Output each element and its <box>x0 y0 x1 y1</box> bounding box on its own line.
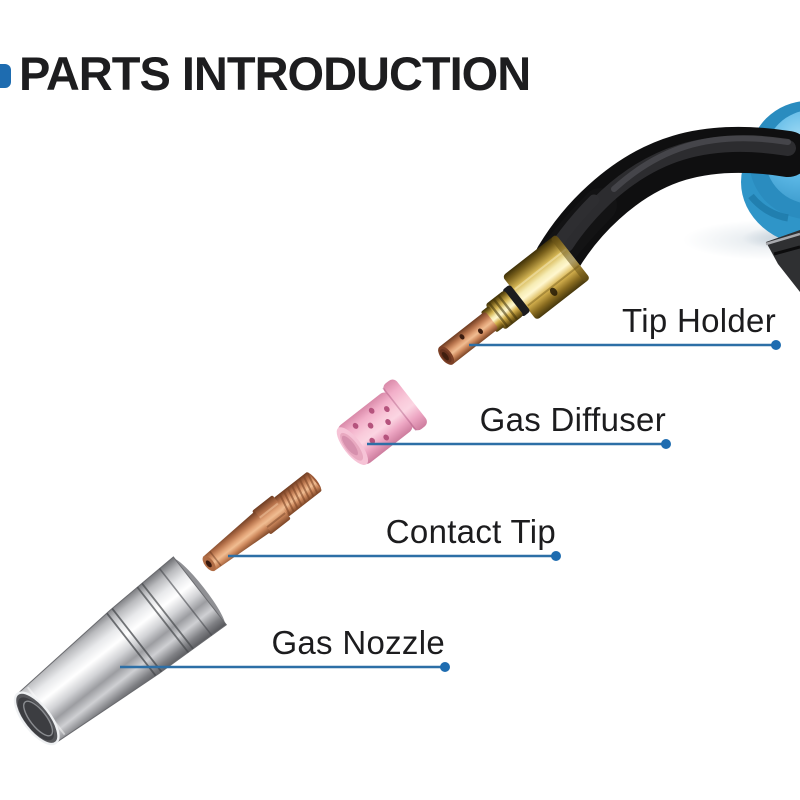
contact-tip-collar <box>252 495 291 534</box>
tip-holder-copper-tube <box>439 312 498 365</box>
tip-holder-part <box>438 235 590 365</box>
gas-diffuser-holes <box>352 406 391 444</box>
tip-holder-side-hole <box>549 287 558 296</box>
trigger <box>766 230 800 292</box>
title-row: PARTS INTRODUCTION <box>0 48 800 108</box>
contact-tip-part <box>202 472 322 572</box>
handle-ring-shade <box>748 193 789 222</box>
leader-lines <box>120 343 776 669</box>
gas-diffuser-flange <box>383 379 427 431</box>
part-label-tip-holder: Tip Holder <box>622 302 776 339</box>
leader-dots <box>440 340 781 672</box>
title-accent-bar <box>0 64 11 88</box>
contact-tip-bore <box>205 560 212 568</box>
leader-dot-tip-holder <box>771 340 781 350</box>
leader-dot-gas-diffuser <box>661 439 671 449</box>
trigger-groove <box>773 245 800 256</box>
gas-nozzle-part <box>13 556 228 746</box>
part-label-gas-nozzle: Gas Nozzle <box>271 624 445 661</box>
part-label-contact-tip: Contact Tip <box>385 513 556 550</box>
tip-holder-oring <box>503 285 530 317</box>
part-label-gas-diffuser: Gas Diffuser <box>479 401 666 438</box>
gas-diffuser-part <box>336 379 427 466</box>
trigger-edge <box>765 232 800 246</box>
leader-dot-gas-nozzle <box>440 662 450 672</box>
page-title: PARTS INTRODUCTION <box>19 47 531 100</box>
leader-dot-contact-tip <box>551 551 561 561</box>
